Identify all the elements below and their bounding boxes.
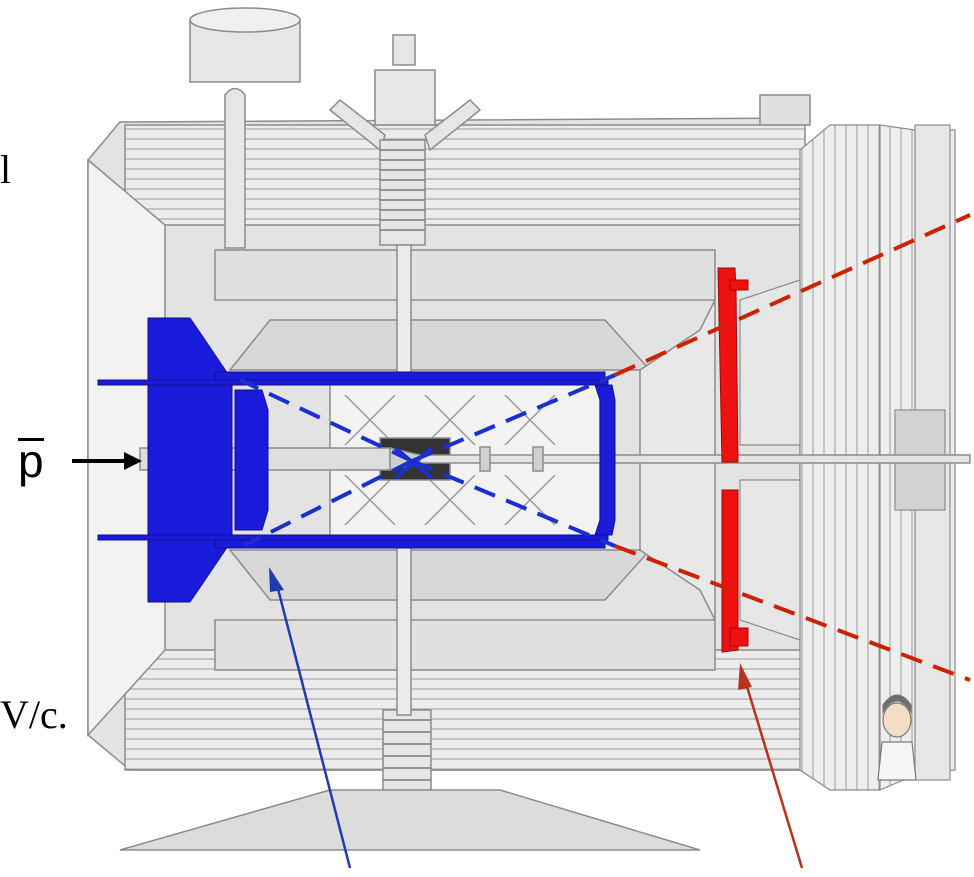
edge-text-top: l [0, 147, 12, 192]
acceptance-blue-lower [411, 459, 616, 548]
acceptance-blue-upper [411, 373, 616, 463]
particle-label: p [18, 435, 44, 487]
top-cryo-tower [189, 7, 482, 249]
edge-text-bottom: V/c. [0, 692, 68, 737]
callout-arrow-red [738, 663, 804, 869]
acceptance-red-upper [614, 213, 971, 377]
acceptance-blue-back-lower [244, 459, 413, 547]
bottom-cryo-feed [119, 709, 701, 851]
interaction-point-cross [393, 446, 434, 480]
acceptance-lines [239, 213, 971, 682]
barrel-detector-blue [97, 371, 616, 549]
right-arrow-icon [72, 452, 142, 470]
person-icon [877, 694, 917, 781]
callout-arrow-blue [269, 567, 352, 869]
solenoid-cryostat [214, 249, 716, 671]
forward-endcap-red [717, 267, 749, 653]
acceptance-red-lower [614, 544, 971, 682]
antiproton-label: p [18, 438, 44, 484]
